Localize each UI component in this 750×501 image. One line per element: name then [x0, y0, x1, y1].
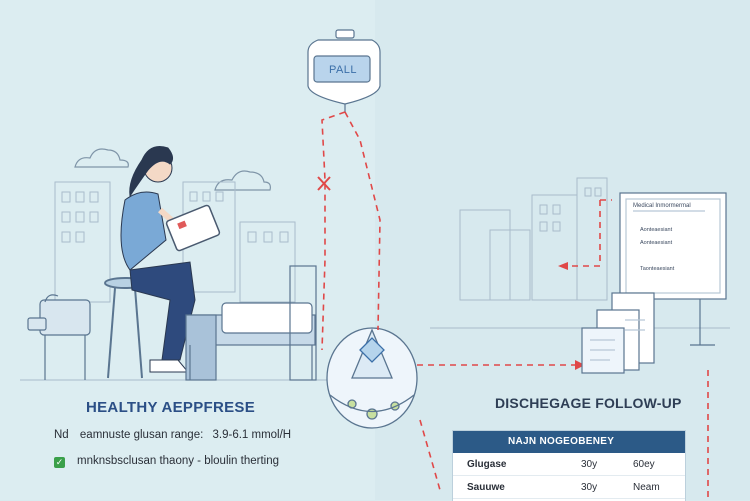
glucose-sensor — [326, 327, 418, 429]
table-cell-name: Glugase — [467, 459, 507, 470]
glucose-range-line: Nd eamnuste glusan range: 3.9-6.1 mmol/H — [54, 429, 354, 441]
iv-bag-device — [307, 29, 381, 112]
hospital-bed — [185, 265, 317, 381]
cloud-left — [74, 148, 129, 168]
arrow-head — [558, 262, 585, 370]
table-row: Sauuwe 30y Neam — [453, 476, 685, 499]
document-stack — [581, 292, 655, 374]
table-cell-time: Neam — [633, 482, 660, 493]
table-cell-name: Sauuwe — [467, 482, 505, 493]
range-prefix: Nd — [54, 429, 69, 441]
table-cell-dose: 30y — [581, 482, 598, 493]
person-reading — [120, 146, 196, 373]
checkmark-icon: ✓ — [54, 457, 65, 468]
whiteboard — [619, 192, 727, 346]
device-label: PALL — [328, 64, 358, 76]
medication-table: NAJN NOGEOBENEY Glugase 30y 60ey Sauuwe … — [452, 430, 686, 501]
therapy-check-line: ✓ mnknsbsclusan thaony - bloulin therting — [54, 455, 354, 468]
table-header: NAJN NOGEOBENEY — [453, 431, 685, 453]
check-text: mnknsbsclusan thaony - bloulin therting — [77, 455, 280, 467]
tablet — [165, 204, 221, 252]
stool — [104, 277, 146, 379]
board-row: Taonteaesiant — [640, 266, 675, 272]
table-row: Glugase 30y 60ey — [453, 453, 685, 476]
board-row: Aonteaesiant — [640, 227, 673, 233]
table-cell-dose: 30y — [581, 459, 598, 470]
dashed-path — [321, 111, 709, 498]
table-cell-time: 60ey — [633, 459, 655, 470]
left-panel-title: HEALTHY AEPPFRESE — [86, 399, 256, 416]
range-text: eamnuste glusan range: — [79, 429, 204, 441]
board-row: Aonteaesiant — [640, 240, 673, 246]
range-value: 3.9-6.1 mmol/H — [212, 429, 292, 441]
city-right — [430, 177, 730, 329]
cloud-right — [214, 170, 271, 191]
right-panel-title: DISCHEGAGE FOLLOW-UP — [495, 395, 682, 411]
board-title: Medical Inmormermal — [633, 203, 691, 209]
cross-mark — [317, 176, 331, 191]
side-cart — [27, 294, 91, 380]
